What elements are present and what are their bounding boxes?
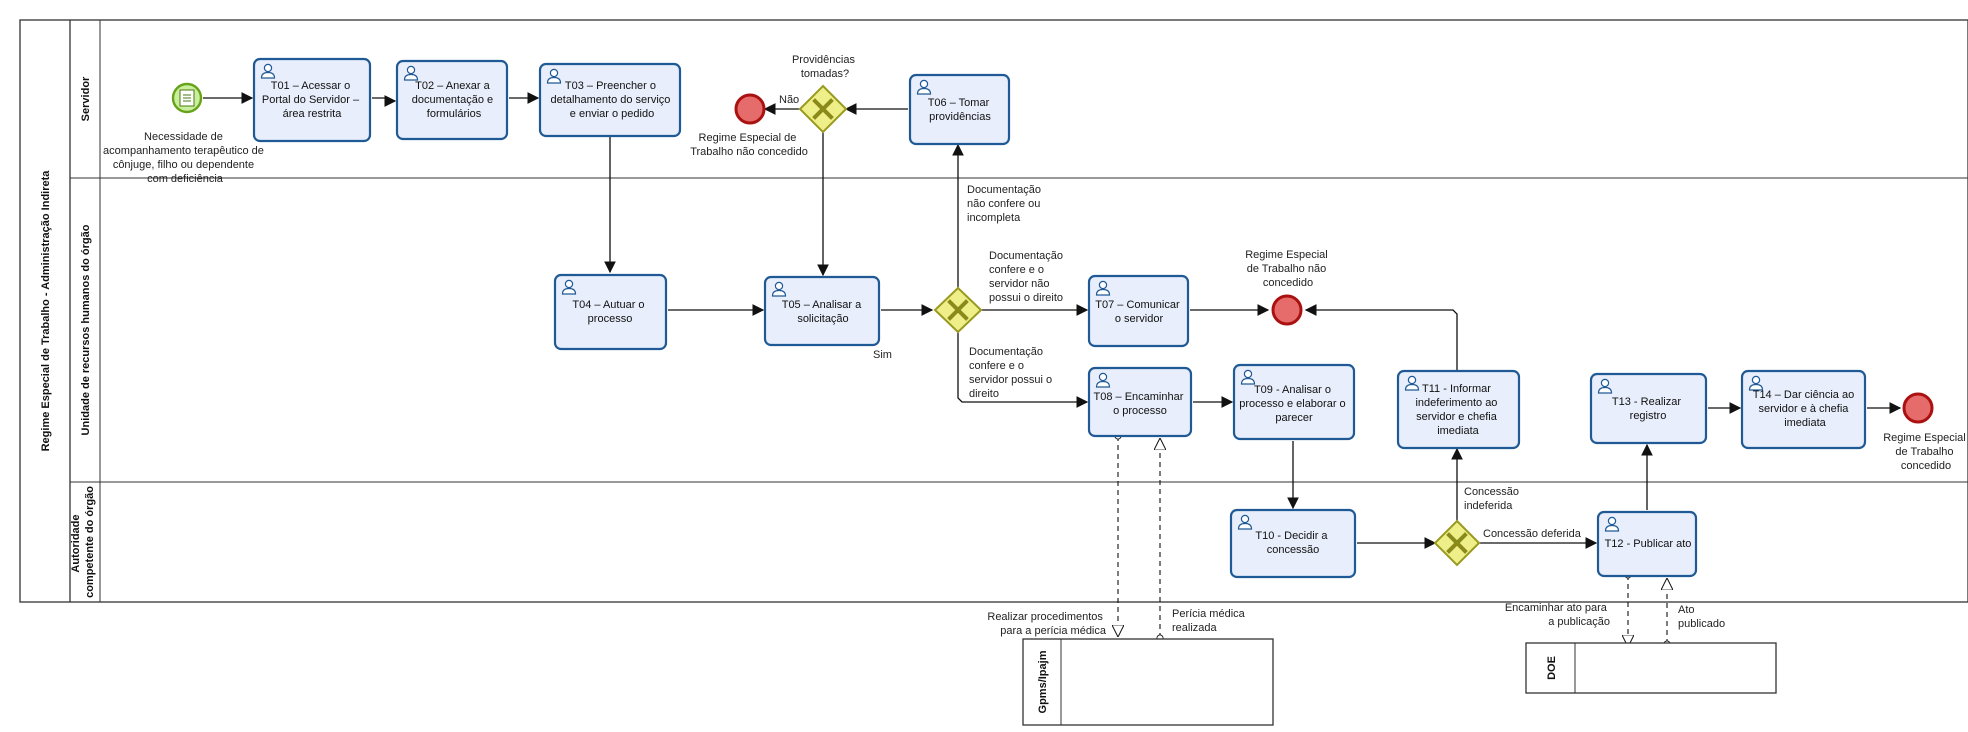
label-possui: Documentação confere e o servidor possui… [969, 346, 1055, 400]
exclusive-x-icon [947, 299, 969, 321]
task-t12[interactable]: T12 - Publicar ato [1596, 510, 1698, 578]
task-t02[interactable]: T02 – Anexar a documentação e formulário… [395, 59, 509, 141]
task-t02-label: T02 – Anexar a documentação e formulário… [412, 80, 496, 120]
task-t06[interactable]: T06 – Tomar providências [908, 73, 1011, 146]
task-t11-label: T11 - Informar indeferimento ao servidor… [1415, 383, 1500, 437]
task-t13[interactable]: T13 - Realizar registro [1589, 372, 1708, 445]
end-event-granted: Regime Especial de Trabalho concedido [1883, 392, 1968, 472]
exclusive-x-icon [1446, 532, 1468, 554]
end-event-not-granted-2: Regime Especial de Trabalho não concedid… [1245, 249, 1331, 326]
message-flows [1118, 436, 1667, 646]
end-event-not-granted-1: Regime Especial de Trabalho não concedid… [690, 93, 808, 158]
label-deferida: Concessão deferida [1483, 528, 1582, 540]
start-event-label: Necessidade de acompanhamento terapêutic… [103, 131, 267, 185]
flow-t01-t02 [372, 95, 397, 107]
task-t01-label: T01 – Acessar o Portal do Servidor – áre… [262, 80, 362, 120]
task-t14-label: T14 – Dar ciência ao servidor e à chefia… [1753, 389, 1858, 429]
lane-unidade-label: Unidade de recursos humanos do órgão [80, 224, 92, 435]
task-t03[interactable]: T03 – Preencher o detalhamento do serviç… [538, 62, 682, 138]
flow-gw2-t08 [957, 332, 1089, 408]
lane-servidor-label: Servidor [80, 76, 92, 121]
pool-gpms-label: Gpms/Ipajm [1037, 650, 1049, 713]
message-labels: Realizar procedimentos para a perícia mé… [987, 602, 1725, 637]
task-t09-label: T09 - Analisar o processo e elaborar o p… [1239, 384, 1348, 424]
pool-doe-label: DOE [1546, 656, 1558, 680]
gateway-providencias: Providências tomadas? [792, 54, 858, 134]
end-event-2-label: Regime Especial de Trabalho não concedid… [1245, 249, 1331, 289]
task-t05-label: T05 – Analisar a solicitação [782, 299, 865, 325]
task-t06-label: T06 – Tomar providências [928, 97, 993, 123]
label-indeferida: Concessão indeferida [1464, 486, 1522, 512]
end-event-3-label: Regime Especial de Trabalho concedido [1883, 432, 1968, 472]
sequence-flows [203, 92, 1902, 549]
task-t09[interactable]: T09 - Analisar o processo e elaborar o p… [1232, 363, 1356, 441]
task-t12-label: T12 - Publicar ato [1605, 538, 1692, 550]
task-t14[interactable]: T14 – Dar ciência ao servidor e à chefia… [1740, 369, 1867, 450]
label-nao: Não [779, 94, 799, 106]
task-t13-label: T13 - Realizar registro [1612, 396, 1684, 422]
task-t07[interactable]: T07 – Comunicar o servidor [1087, 274, 1190, 348]
task-t11[interactable]: T11 - Informar indeferimento ao servidor… [1396, 369, 1521, 450]
task-t01[interactable]: T01 – Acessar o Portal do Servidor – áre… [252, 57, 372, 143]
task-t04-label: T04 – Autuar o processo [572, 299, 647, 325]
task-t07-label: T07 – Comunicar o servidor [1095, 299, 1182, 325]
end-event-1-label: Regime Especial de Trabalho não concedid… [690, 132, 808, 158]
gateway-providencias-label: Providências tomadas? [792, 54, 858, 80]
label-pericia-done: Perícia médica realizada [1172, 608, 1248, 634]
gateway-concessao [1433, 519, 1481, 567]
label-pericia-request: Realizar procedimentos para a perícia mé… [987, 611, 1107, 637]
task-t03-label: T03 – Preencher o detalhamento do serviç… [551, 80, 674, 120]
start-event: Necessidade de acompanhamento terapêutic… [103, 82, 267, 185]
label-ato-publicado: Ato publicado [1678, 604, 1725, 630]
task-t05[interactable]: T05 – Analisar a solicitação [763, 275, 881, 347]
label-sim: Sim [873, 349, 892, 361]
flow-t11-end2 [1304, 304, 1458, 371]
exclusive-x-icon [812, 98, 834, 120]
task-t10[interactable]: T10 - Decidir a concessão [1229, 508, 1357, 579]
label-nao-possui: Documentação confere e o servidor não po… [989, 250, 1066, 304]
task-t04[interactable]: T04 – Autuar o processo [553, 273, 668, 351]
task-t08[interactable]: T08 – Encaminhar o processo [1087, 366, 1193, 438]
pool-title: Regime Especial de Trabalho - Administra… [40, 170, 52, 452]
pool-gpms-ipajm: Gpms/Ipajm [1022, 638, 1274, 726]
label-nao-confere: Documentação não confere ou incompleta [967, 184, 1044, 224]
gateway-analise [933, 286, 983, 334]
pool-doe: DOE [1525, 642, 1777, 694]
flow-labels: Não Sim Documentação não confere ou inco… [779, 94, 1582, 540]
message-icon [179, 89, 195, 107]
label-encaminhar-pub: Encaminhar ato para a publicação [1505, 602, 1610, 628]
lane-autoridade-label: Autoridade competente do órgão [70, 486, 96, 598]
task-t08-label: T08 – Encaminhar o processo [1094, 391, 1187, 417]
task-t10-label: T10 - Decidir a concessão [1255, 530, 1330, 556]
